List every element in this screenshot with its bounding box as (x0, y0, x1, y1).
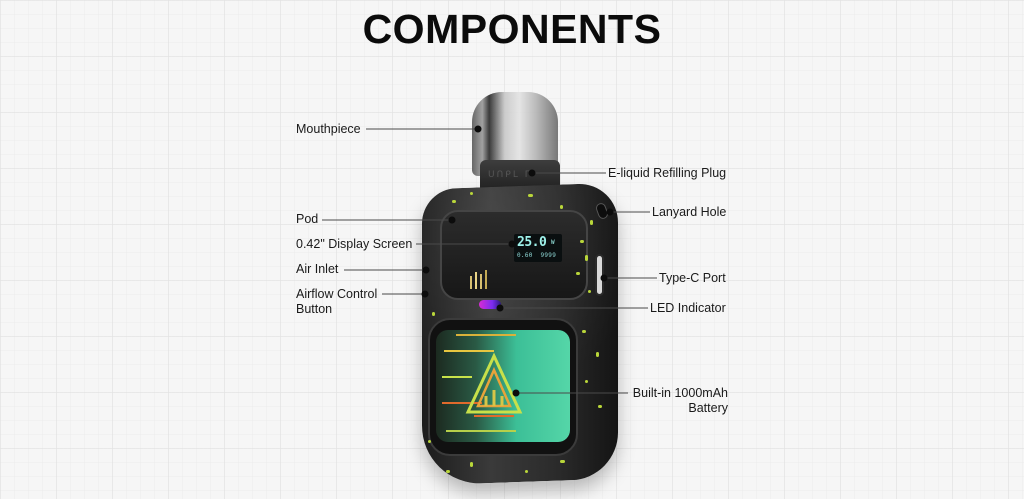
dot-airflow (421, 290, 429, 298)
dot-type-c (600, 274, 608, 282)
dot-mouthpiece (474, 125, 482, 133)
dot-display (508, 240, 516, 248)
label-air-inlet: Air Inlet (296, 262, 339, 276)
label-display-screen: 0.42" Display Screen (296, 237, 413, 251)
dot-lanyard (606, 208, 614, 216)
dot-led (496, 304, 504, 312)
label-mouthpiece: Mouthpiece (296, 122, 361, 136)
dot-refill-plug (528, 169, 536, 177)
dot-pod (448, 216, 456, 224)
label-battery: Built-in 1000mAh Battery (632, 386, 728, 415)
label-airflow-control-button: Airflow Control Button (296, 287, 378, 316)
label-led-indicator: LED Indicator (650, 301, 726, 315)
label-lanyard-hole: Lanyard Hole (652, 205, 727, 219)
dot-air-inlet (422, 266, 430, 274)
label-type-c-port: Type-C Port (659, 271, 726, 285)
label-pod: Pod (296, 212, 319, 226)
label-e-liquid-refilling-plug: E-liquid Refilling Plug (608, 166, 727, 180)
dot-battery (512, 389, 520, 397)
page-title: COMPONENTS (362, 6, 662, 52)
